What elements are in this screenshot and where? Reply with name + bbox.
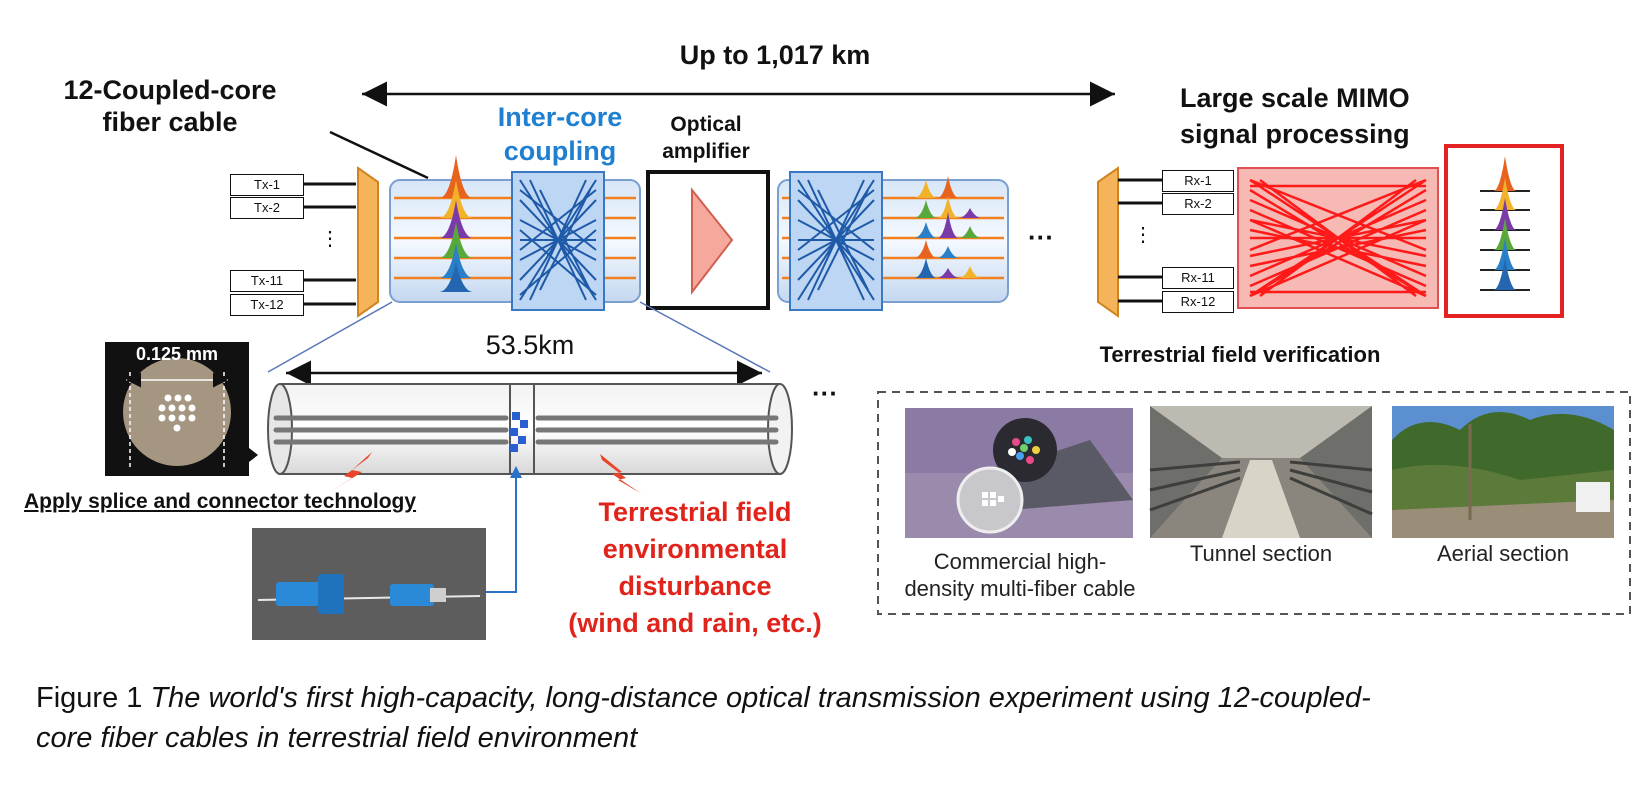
link-ellipsis: ···	[1028, 222, 1054, 252]
lightning-icon-right	[600, 454, 642, 494]
tx-port-12: Tx-12	[230, 294, 304, 316]
disturbance-line-2: environmental	[602, 534, 788, 564]
tx-port-1: Tx-1	[230, 174, 304, 196]
photo-tunnel-section	[1149, 406, 1373, 538]
tx-multiplexer	[357, 166, 379, 318]
photo-caption-aerial: Aerial section	[1436, 541, 1570, 566]
rx-port-1: Rx-1	[1162, 170, 1234, 192]
photo-caption-cable-line-2: density multi-fiber cable	[904, 576, 1136, 601]
rx-vertical-ellipsis: ⋮	[1133, 224, 1153, 246]
tx-port-2: Tx-2	[230, 197, 304, 219]
span-length-label: 53.5km	[485, 330, 575, 360]
cable-label: 12-Coupled-core fiber cable	[40, 74, 300, 138]
photo-aerial-section	[1392, 406, 1614, 538]
lightning-icon-left	[330, 452, 372, 492]
mixed-spectra	[915, 176, 980, 278]
fiber-crosssection	[123, 358, 231, 466]
tx-port-lines	[302, 182, 356, 306]
disturbance-label: Terrestrial field environmental disturba…	[540, 494, 850, 642]
cable-3d	[267, 383, 793, 475]
mimo-lines	[1249, 178, 1427, 298]
figure-caption-text-1: The world's first high-capacity, long-di…	[150, 682, 1371, 714]
connector-link-line	[486, 474, 517, 593]
figure-caption-line-1: Figure 1 The world's first high-capacity…	[36, 678, 1636, 718]
input-spectra	[440, 155, 472, 292]
rx-port-11: Rx-11	[1162, 267, 1234, 289]
field-verification-box	[877, 391, 1631, 615]
zoom-line-right	[639, 301, 771, 373]
rx-port-12: Rx-12	[1162, 291, 1234, 313]
core-dots	[158, 394, 196, 432]
photo-caption-cable: Commercial high- density multi-fiber cab…	[880, 548, 1160, 602]
amplifier-triangle-icon	[691, 187, 734, 295]
cable-ellipsis: ···	[812, 378, 838, 408]
cable-label-line-2: fiber cable	[102, 107, 238, 137]
coupling-lines-2	[797, 179, 875, 301]
distance-label: Up to 1,017 km	[679, 40, 871, 70]
figure-caption: Figure 1 The world's first high-capacity…	[36, 678, 1636, 758]
core-size-label: 0.125 mm	[135, 344, 219, 364]
tx-vertical-ellipsis: ⋮	[320, 228, 340, 250]
figure-caption-text-2: core fiber cables in terrestrial field e…	[36, 722, 638, 754]
cable-label-line-1: 12-Coupled-core	[63, 75, 277, 105]
coupling-label-line-1: Inter-core	[497, 102, 623, 132]
amplifier-label: Optical amplifier	[636, 111, 776, 165]
photo-commercial-cable	[905, 408, 1133, 538]
mimo-label-line-2: signal processing	[1180, 119, 1410, 149]
coupling-lines-1	[519, 179, 597, 301]
cable-pointer-line	[329, 130, 429, 180]
photo-caption-tunnel: Tunnel section	[1189, 541, 1333, 566]
coupling-label: Inter-core coupling	[470, 100, 650, 168]
photo-caption-cable-line-1: Commercial high-	[933, 549, 1107, 574]
disturbance-line-3: disturbance	[618, 571, 772, 601]
system-diagram	[105, 81, 1631, 640]
amplifier-label-line-2: amplifier	[662, 140, 750, 163]
figure-number: Figure 1	[36, 682, 143, 714]
mimo-label: Large scale MIMO signal processing	[1180, 80, 1480, 152]
rx-demultiplexer	[1097, 166, 1119, 318]
recovered-spectra	[1494, 156, 1516, 290]
tx-port-11: Tx-11	[230, 270, 304, 292]
amplifier-label-line-1: Optical	[670, 113, 742, 136]
rx-port-2: Rx-2	[1162, 193, 1234, 215]
disturbance-line-4: (wind and rain, etc.)	[568, 608, 822, 638]
zoom-line-left	[267, 301, 393, 373]
mimo-label-line-1: Large scale MIMO	[1180, 83, 1410, 113]
field-verification-title: Terrestrial field verification	[1099, 342, 1381, 367]
splice-label: Apply splice and connector technology	[24, 490, 417, 513]
figure-caption-line-2: core fiber cables in terrestrial field e…	[36, 718, 1636, 758]
disturbance-line-1: Terrestrial field	[598, 497, 792, 527]
rx-port-lines	[1118, 178, 1162, 303]
coupling-label-line-2: coupling	[503, 136, 617, 166]
